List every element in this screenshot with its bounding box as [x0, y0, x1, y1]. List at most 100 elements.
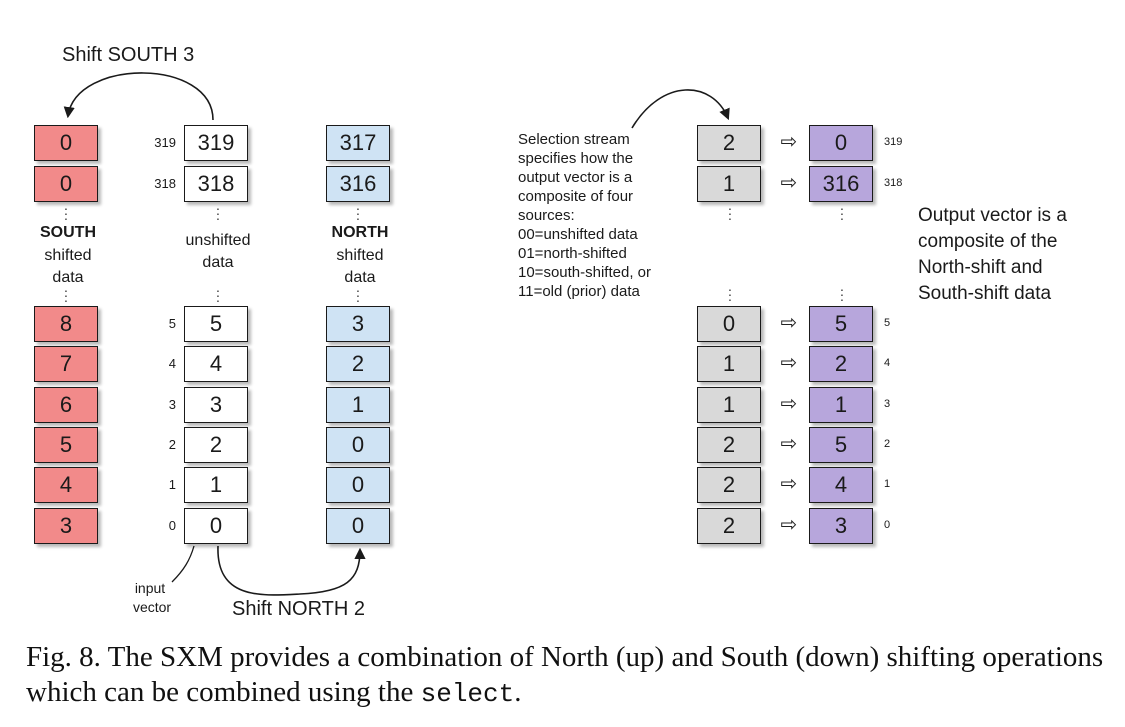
- output-index-label: 0: [884, 519, 891, 531]
- input-vector-label-1: input: [134, 580, 166, 596]
- selection-text-line: sources:: [518, 207, 575, 224]
- south-cell: 0: [34, 166, 98, 202]
- input-index-label: 3: [168, 397, 176, 412]
- selection-text-line: 10=south-shifted, or: [518, 264, 652, 281]
- input-cell: 0: [184, 508, 248, 544]
- output-note-line: composite of the: [918, 231, 1058, 252]
- input-ellipsis: ···: [215, 200, 221, 226]
- south-sub-2: data: [52, 269, 84, 286]
- select-cell: 1: [697, 166, 761, 202]
- selection-text-line: 01=north-shifted: [518, 245, 627, 262]
- input-index-label: 4: [168, 356, 176, 371]
- caption-suffix: .: [514, 676, 522, 708]
- output-cell: 316: [809, 166, 873, 202]
- north-ellipsis: ···: [355, 200, 361, 226]
- south-cell: 8: [34, 306, 98, 342]
- south-cell: 0: [34, 125, 98, 161]
- north-sub-2: data: [344, 269, 376, 286]
- south-cell: 4: [34, 467, 98, 503]
- output-index-label: 2: [884, 438, 891, 450]
- north-cell: 2: [326, 346, 390, 382]
- north-cell: 1: [326, 387, 390, 423]
- input-cell: 4: [184, 346, 248, 382]
- select-to-output-arrow: ⇨: [780, 172, 798, 194]
- south-cell: 6: [34, 387, 98, 423]
- select-to-output-arrow: ⇨: [780, 433, 798, 455]
- selection-text-line: output vector is a: [518, 169, 633, 186]
- output-cell: 2: [809, 346, 873, 382]
- select-cell: 2: [697, 467, 761, 503]
- select-to-output-arrow: ⇨: [780, 514, 798, 536]
- output-cell: 4: [809, 467, 873, 503]
- shift-north-arrow: [217, 545, 366, 596]
- select-to-output-arrow: ⇨: [780, 352, 798, 374]
- unshifted-label-1: unshifted: [185, 232, 251, 249]
- selection-text-line: Selection stream: [518, 131, 630, 148]
- north-cell: 317: [326, 125, 390, 161]
- input-index-label: 0: [168, 518, 176, 533]
- shift-south-arrow: [63, 72, 214, 121]
- input-index-label: 318: [154, 176, 176, 191]
- output-cell: 1: [809, 387, 873, 423]
- select-to-output-arrow: ⇨: [780, 131, 798, 153]
- output-ellipsis: ···: [839, 200, 845, 226]
- selection-text-line: 00=unshifted data: [518, 226, 638, 243]
- figure-caption: Fig. 8. The SXM provides a combination o…: [26, 640, 1116, 712]
- north-cell: 3: [326, 306, 390, 342]
- output-cell: 5: [809, 427, 873, 463]
- output-note-line: Output vector is a: [918, 205, 1067, 226]
- caption-text: Fig. 8. The SXM provides a combination o…: [26, 641, 1104, 708]
- select-ellipsis: ···: [727, 281, 733, 307]
- selection-stream-arrow: [631, 89, 730, 129]
- north-cell: 0: [326, 508, 390, 544]
- south-sub-1: shifted: [44, 247, 92, 264]
- output-note-line: South-shift data: [918, 283, 1052, 304]
- select-to-output-arrow: ⇨: [780, 393, 798, 415]
- south-cell: 7: [34, 346, 98, 382]
- north-cell: 0: [326, 467, 390, 503]
- input-index-label: 1: [168, 477, 176, 492]
- input-cell: 1: [184, 467, 248, 503]
- output-index-label: 4: [884, 357, 891, 369]
- selection-text-line: specifies how the: [518, 150, 634, 167]
- select-cell: 2: [697, 125, 761, 161]
- output-cell: 5: [809, 306, 873, 342]
- select-cell: 0: [697, 306, 761, 342]
- select-cell: 2: [697, 427, 761, 463]
- selection-stream-description: Selection stream specifies how the output …: [518, 130, 651, 301]
- output-index-label: 3: [884, 398, 891, 410]
- output-index-label: 318: [884, 177, 903, 189]
- select-to-output-arrow: ⇨: [780, 473, 798, 495]
- south-cell: 5: [34, 427, 98, 463]
- south-ellipsis: ···: [63, 200, 69, 226]
- input-cell: 318: [184, 166, 248, 202]
- selection-text-line: 11=old (prior) data: [518, 283, 640, 300]
- north-sub-1: shifted: [336, 247, 384, 264]
- shift-south-label: Shift SOUTH 3: [62, 44, 195, 66]
- input-index-label: 5: [168, 316, 176, 331]
- caption-code: select: [420, 679, 515, 709]
- north-ellipsis: ···: [355, 282, 361, 308]
- input-index-label: 2: [168, 437, 176, 452]
- unshifted-label-2: data: [202, 254, 234, 271]
- south-cell: 3: [34, 508, 98, 544]
- input-cell: 2: [184, 427, 248, 463]
- output-index-label: 319: [884, 136, 903, 148]
- select-cell: 2: [697, 508, 761, 544]
- input-vector-label-2: vector: [132, 599, 172, 615]
- output-note-line: North-shift and: [918, 257, 1043, 278]
- south-ellipsis: ···: [63, 282, 69, 308]
- select-ellipsis: ···: [727, 200, 733, 226]
- select-to-output-arrow: ⇨: [780, 312, 798, 334]
- shift-north-label: Shift NORTH 2: [232, 598, 365, 620]
- output-cell: 3: [809, 508, 873, 544]
- input-cell: 5: [184, 306, 248, 342]
- south-title: SOUTH: [40, 224, 96, 241]
- output-ellipsis: ···: [839, 281, 845, 307]
- selection-text-line: composite of four: [518, 188, 634, 205]
- select-cell: 1: [697, 346, 761, 382]
- input-ellipsis: ···: [215, 282, 221, 308]
- output-index-label: 1: [884, 478, 891, 490]
